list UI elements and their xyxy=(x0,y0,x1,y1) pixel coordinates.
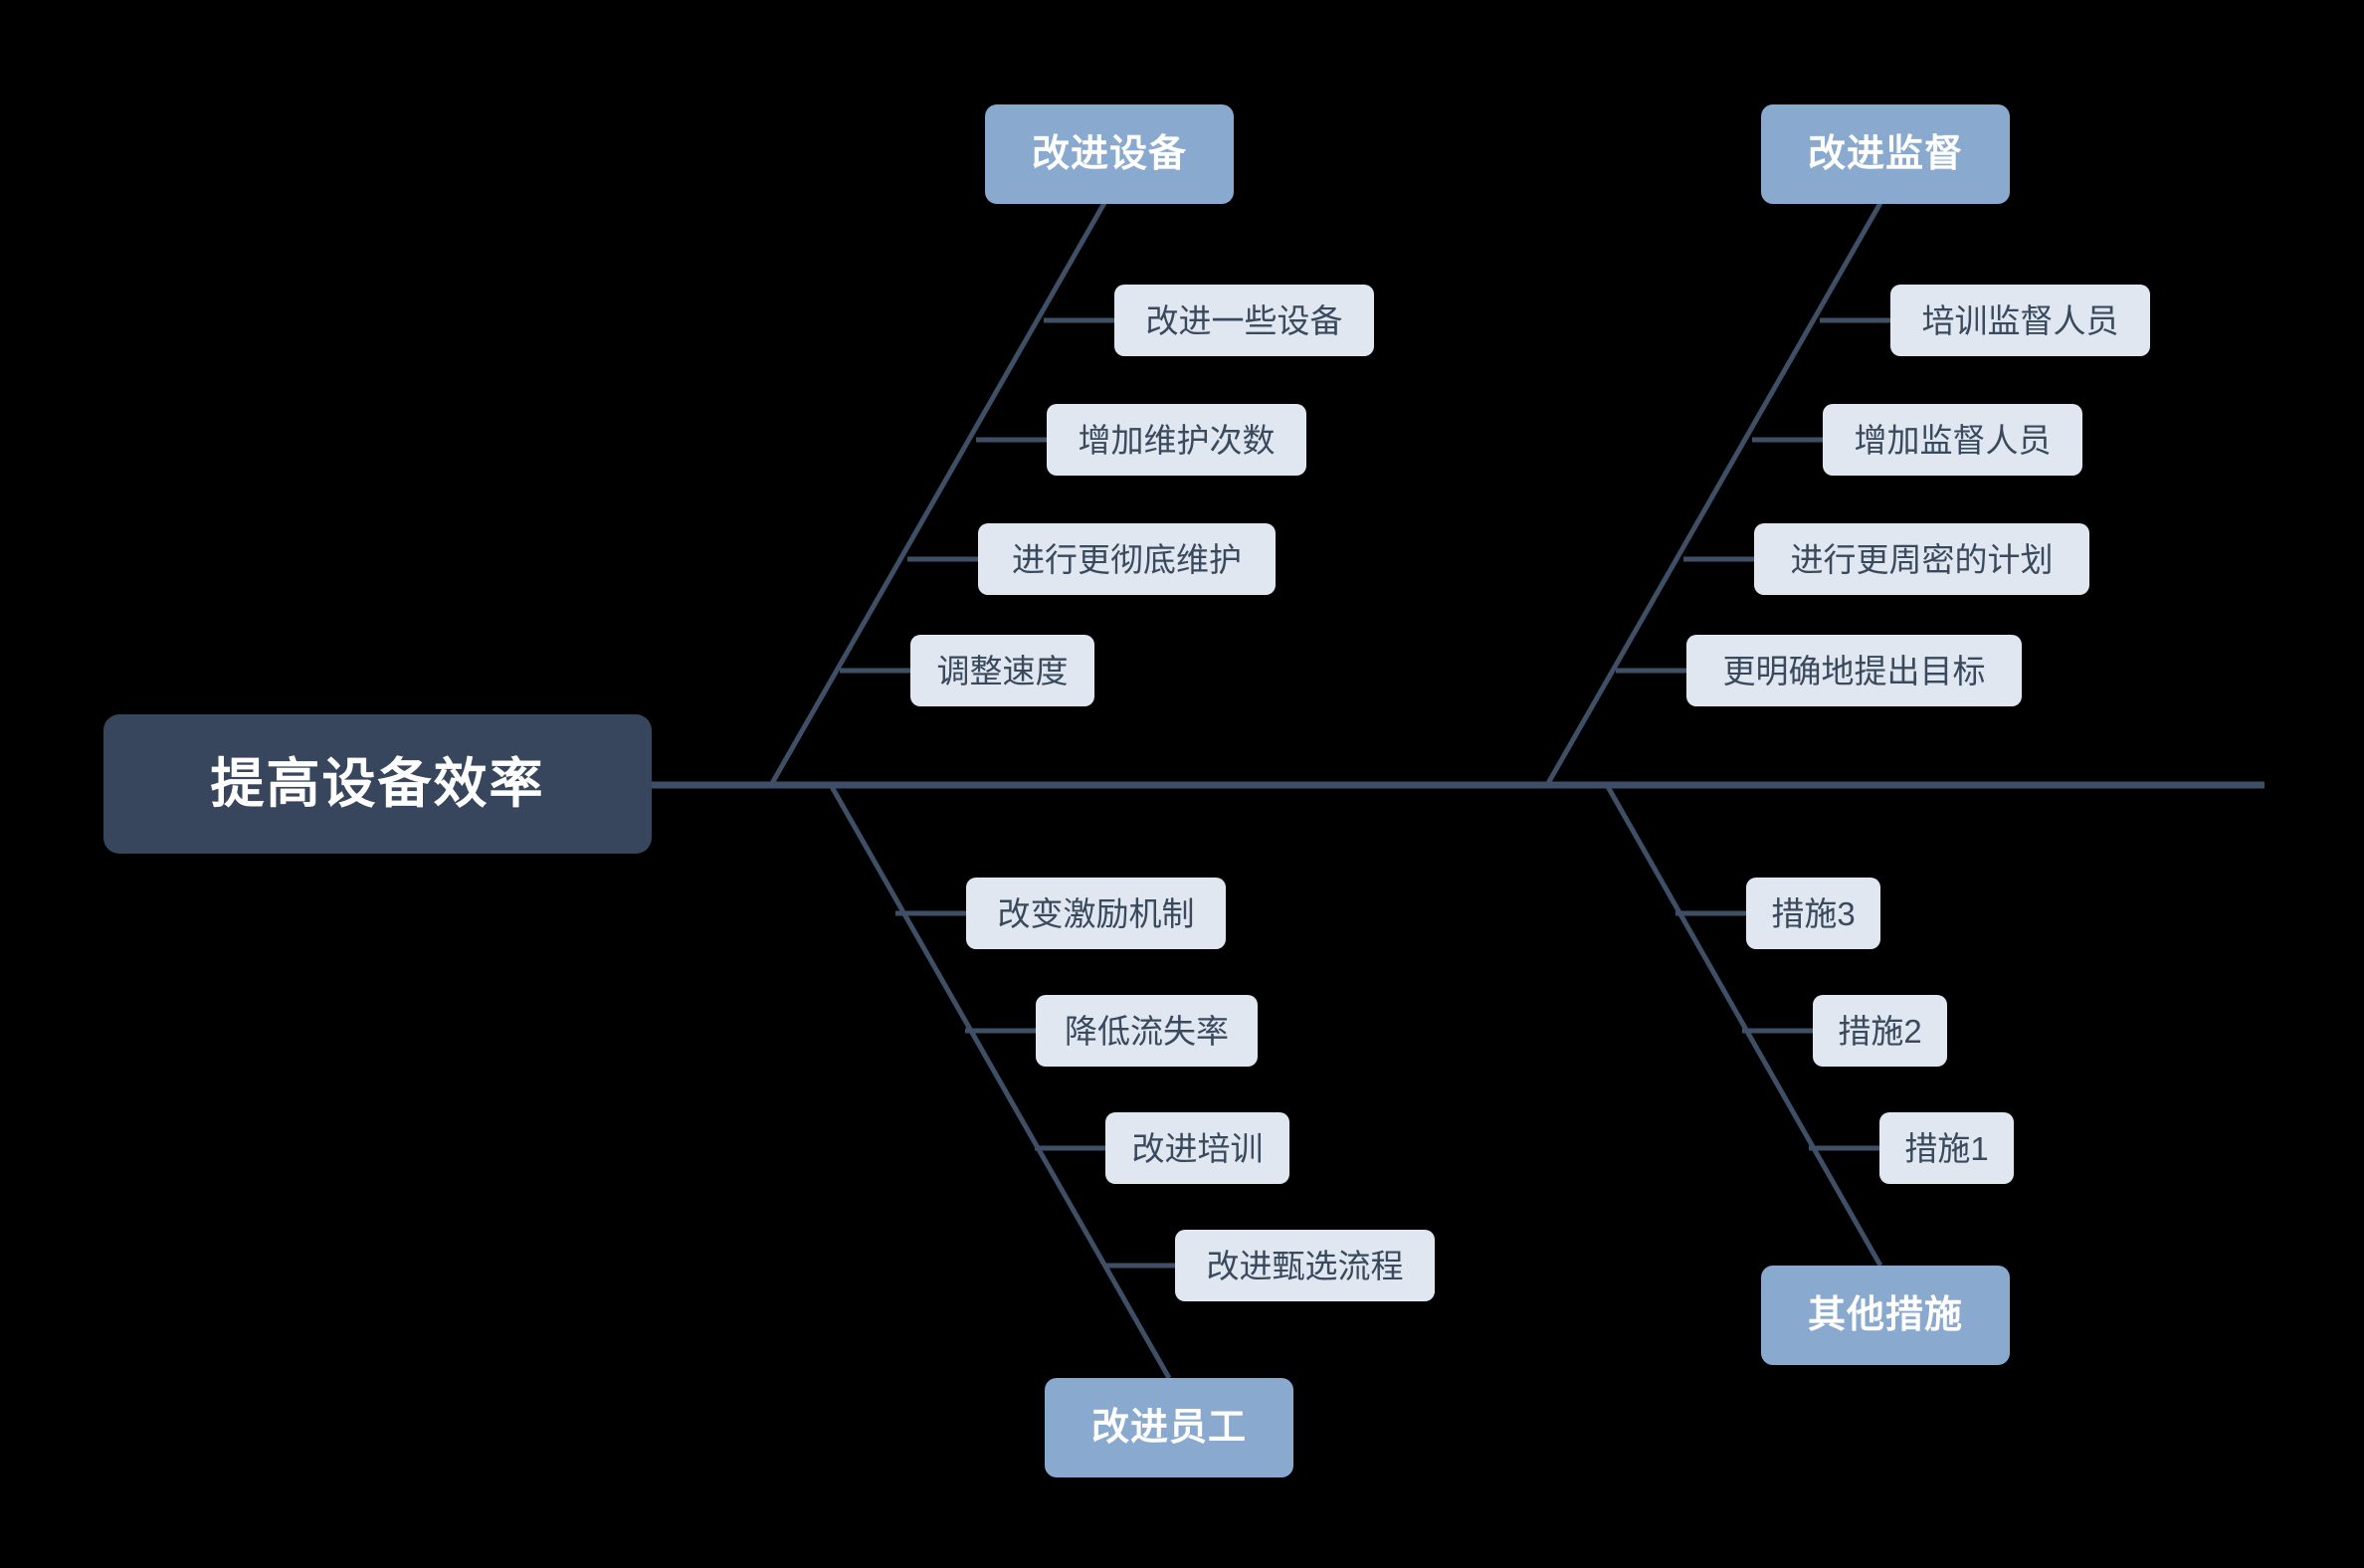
category-node-other-measures[interactable]: 其他措施 xyxy=(1761,1266,2010,1365)
cause-node-label: 调整速度 xyxy=(936,652,1069,689)
cause-node-label: 措施3 xyxy=(1771,894,1856,932)
cause-node-label: 措施2 xyxy=(1838,1012,1922,1050)
cause-node-improve-equipment-1[interactable]: 增加维护次数 xyxy=(1047,404,1306,476)
cause-node-label: 培训监督人员 xyxy=(1921,301,2119,339)
cause-node-label: 增加监督人员 xyxy=(1854,421,2052,459)
cause-node-label: 改进培训 xyxy=(1131,1129,1264,1167)
category-node-label: 其他措施 xyxy=(1807,1294,1963,1336)
cause-node-improve-staff-0[interactable]: 改变激励机制 xyxy=(966,878,1226,949)
cause-node-label: 更明确地提出目标 xyxy=(1722,652,1986,689)
cause-node-improve-staff-2[interactable]: 改进培训 xyxy=(1105,1112,1289,1184)
cause-node-label: 增加维护次数 xyxy=(1078,421,1276,459)
cause-node-improve-equipment-0[interactable]: 改进一些设备 xyxy=(1114,285,1374,356)
cause-node-improve-supervision-3[interactable]: 更明确地提出目标 xyxy=(1686,635,2022,706)
category-node-improve-equipment[interactable]: 改进设备 xyxy=(985,104,1234,204)
branch-line-improve-staff xyxy=(828,783,1172,1380)
category-node-improve-supervision[interactable]: 改进监督 xyxy=(1761,104,2010,204)
cause-node-other-measures-0[interactable]: 措施3 xyxy=(1746,878,1880,949)
cause-node-other-measures-2[interactable]: 措施1 xyxy=(1879,1112,2014,1184)
head-node-effect[interactable]: 提高设备效率 xyxy=(103,714,652,854)
category-node-label: 改进设备 xyxy=(1031,133,1187,175)
cause-node-improve-supervision-2[interactable]: 进行更周密的计划 xyxy=(1754,523,2089,595)
head-node-label: 提高设备效率 xyxy=(210,754,545,814)
cause-node-label: 进行更周密的计划 xyxy=(1790,540,2054,578)
cause-node-improve-supervision-0[interactable]: 培训监督人员 xyxy=(1890,285,2150,356)
cause-node-label: 进行更彻底维护 xyxy=(1012,540,1242,578)
cause-node-improve-equipment-3[interactable]: 调整速度 xyxy=(910,635,1094,706)
cause-node-other-measures-1[interactable]: 措施2 xyxy=(1813,995,1947,1067)
cause-node-improve-supervision-1[interactable]: 增加监督人员 xyxy=(1823,404,2082,476)
cause-node-label: 改进甄选流程 xyxy=(1206,1247,1404,1284)
category-node-label: 改进监督 xyxy=(1807,133,1963,175)
category-node-label: 改进员工 xyxy=(1090,1407,1247,1449)
cause-node-label: 措施1 xyxy=(1904,1129,1989,1167)
cause-node-improve-equipment-2[interactable]: 进行更彻底维护 xyxy=(978,523,1276,595)
category-node-improve-staff[interactable]: 改进员工 xyxy=(1045,1378,1293,1477)
cause-node-improve-staff-3[interactable]: 改进甄选流程 xyxy=(1175,1230,1435,1301)
cause-node-label: 降低流失率 xyxy=(1065,1012,1229,1050)
cause-node-label: 改进一些设备 xyxy=(1145,301,1343,339)
cause-node-improve-staff-1[interactable]: 降低流失率 xyxy=(1036,995,1258,1067)
cause-node-label: 改变激励机制 xyxy=(997,894,1195,932)
